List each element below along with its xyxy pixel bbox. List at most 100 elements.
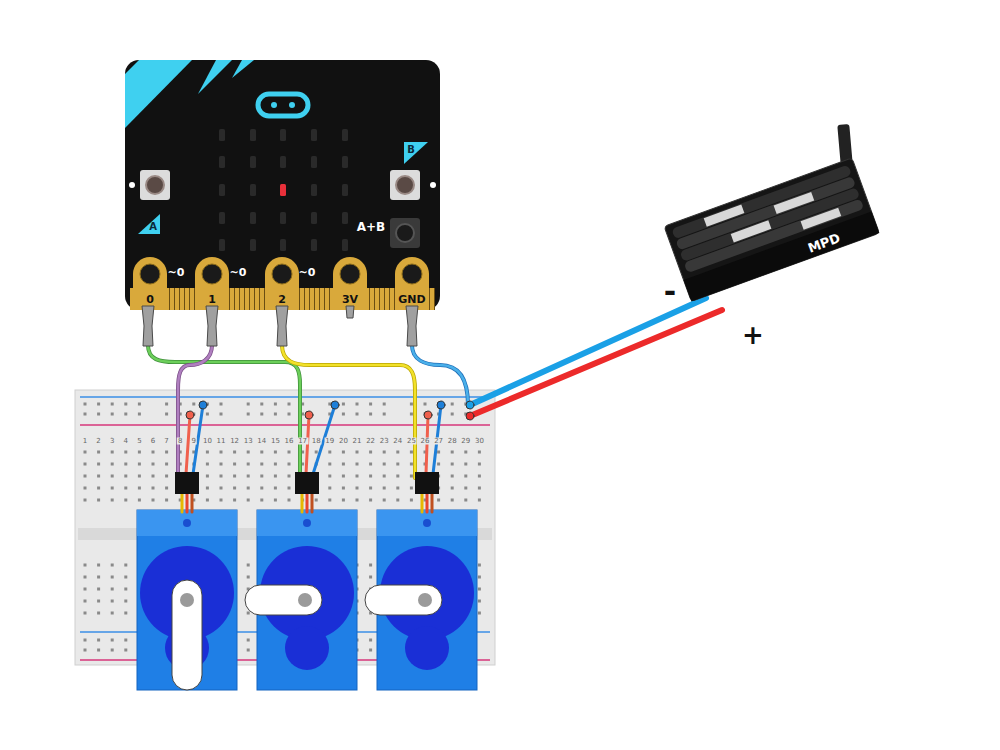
breadboard-hole [84,639,87,642]
pin-mark: ~0 [230,267,247,278]
breadboard-hole [328,451,331,454]
breadboard-hole [152,487,155,490]
column-number: 24 [392,438,403,445]
breadboard-hole [383,463,386,466]
breadboard-hole [356,451,359,454]
led [280,239,286,251]
breadboard-hole [84,463,87,466]
breadboard-hole [97,588,100,591]
breadboard-hole [165,413,168,416]
breadboard-hole [206,451,209,454]
column-number: 13 [243,438,254,445]
column-number: 4 [123,438,129,445]
breadboard-hole [288,451,291,454]
column-number: 7 [163,438,169,445]
pin-name: 0 [146,294,154,305]
breadboard-hole [138,451,141,454]
breadboard-hole [437,451,440,454]
column-number: 17 [297,438,308,445]
breadboard-hole [124,564,127,567]
breadboard-hole [152,463,155,466]
breadboard-hole [124,451,127,454]
breadboard-hole [84,499,87,502]
led [250,129,256,141]
column-number: 1 [82,438,88,445]
column-number: 19 [324,438,335,445]
breadboard-hole [260,475,263,478]
breadboard-hole [274,499,277,502]
breadboard-hole [356,403,359,406]
breadboard-hole [342,487,345,490]
breadboard-hole [220,451,223,454]
column-number: 28 [447,438,458,445]
breadboard-hole [342,413,345,416]
column-number: 12 [229,438,240,445]
breadboard-hole [356,487,359,490]
breadboard-hole [451,413,454,416]
breadboard-hole [233,451,236,454]
column-number: 15 [270,438,281,445]
breadboard-hole [342,499,345,502]
breadboard-hole [342,463,345,466]
breadboard-hole [111,475,114,478]
breadboard-hole [369,499,372,502]
breadboard-hole [451,403,454,406]
crocodile-clips [142,306,418,346]
breadboard-hole [260,451,263,454]
breadboard-hole [369,649,372,652]
breadboard-hole [288,475,291,478]
breadboard-hole [410,487,413,490]
breadboard-hole [247,612,250,615]
breadboard-hole [165,487,168,490]
breadboard-hole [124,403,127,406]
column-number: 27 [433,438,444,445]
jumper-wires [148,298,722,478]
breadboard-hole [369,576,372,579]
breadboard-hole [124,463,127,466]
led [342,212,348,224]
breadboard-hole [206,499,209,502]
column-number: 8 [177,438,183,445]
breadboard-hole [165,403,168,406]
pin-name: 3V [342,294,358,305]
led [280,129,286,141]
breadboard-hole [220,403,223,406]
breadboard-hole [97,600,100,603]
breadboard-hole [124,600,127,603]
breadboard-hole [97,612,100,615]
breadboard-hole [478,612,481,615]
servo-connectors [175,472,439,494]
breadboard-hole [342,403,345,406]
breadboard-hole [464,499,467,502]
breadboard-hole [342,451,345,454]
breadboard-hole [383,487,386,490]
breadboard-hole [396,451,399,454]
breadboard-hole [478,499,481,502]
column-number: 5 [136,438,142,445]
servo-motor [365,510,477,690]
breadboard-hole [424,403,427,406]
breadboard-hole [84,403,87,406]
polarity-sign: - [664,277,676,307]
led [311,184,317,196]
breadboard-hole [369,475,372,478]
breadboard-hole [247,413,250,416]
breadboard-hole [369,403,372,406]
microbit-board [125,60,440,310]
breadboard-hole [233,487,236,490]
breadboard-hole [396,499,399,502]
breadboard-hole [328,463,331,466]
breadboard-hole [478,475,481,478]
column-number: 2 [95,438,101,445]
pin-mark: ~0 [168,267,185,278]
breadboard-hole [478,588,481,591]
column-number: 9 [191,438,197,445]
breadboard-hole [111,463,114,466]
column-number: 21 [352,438,363,445]
breadboard-hole [111,487,114,490]
breadboard-hole [383,451,386,454]
breadboard-hole [124,649,127,652]
led [311,239,317,251]
breadboard-hole [478,600,481,603]
